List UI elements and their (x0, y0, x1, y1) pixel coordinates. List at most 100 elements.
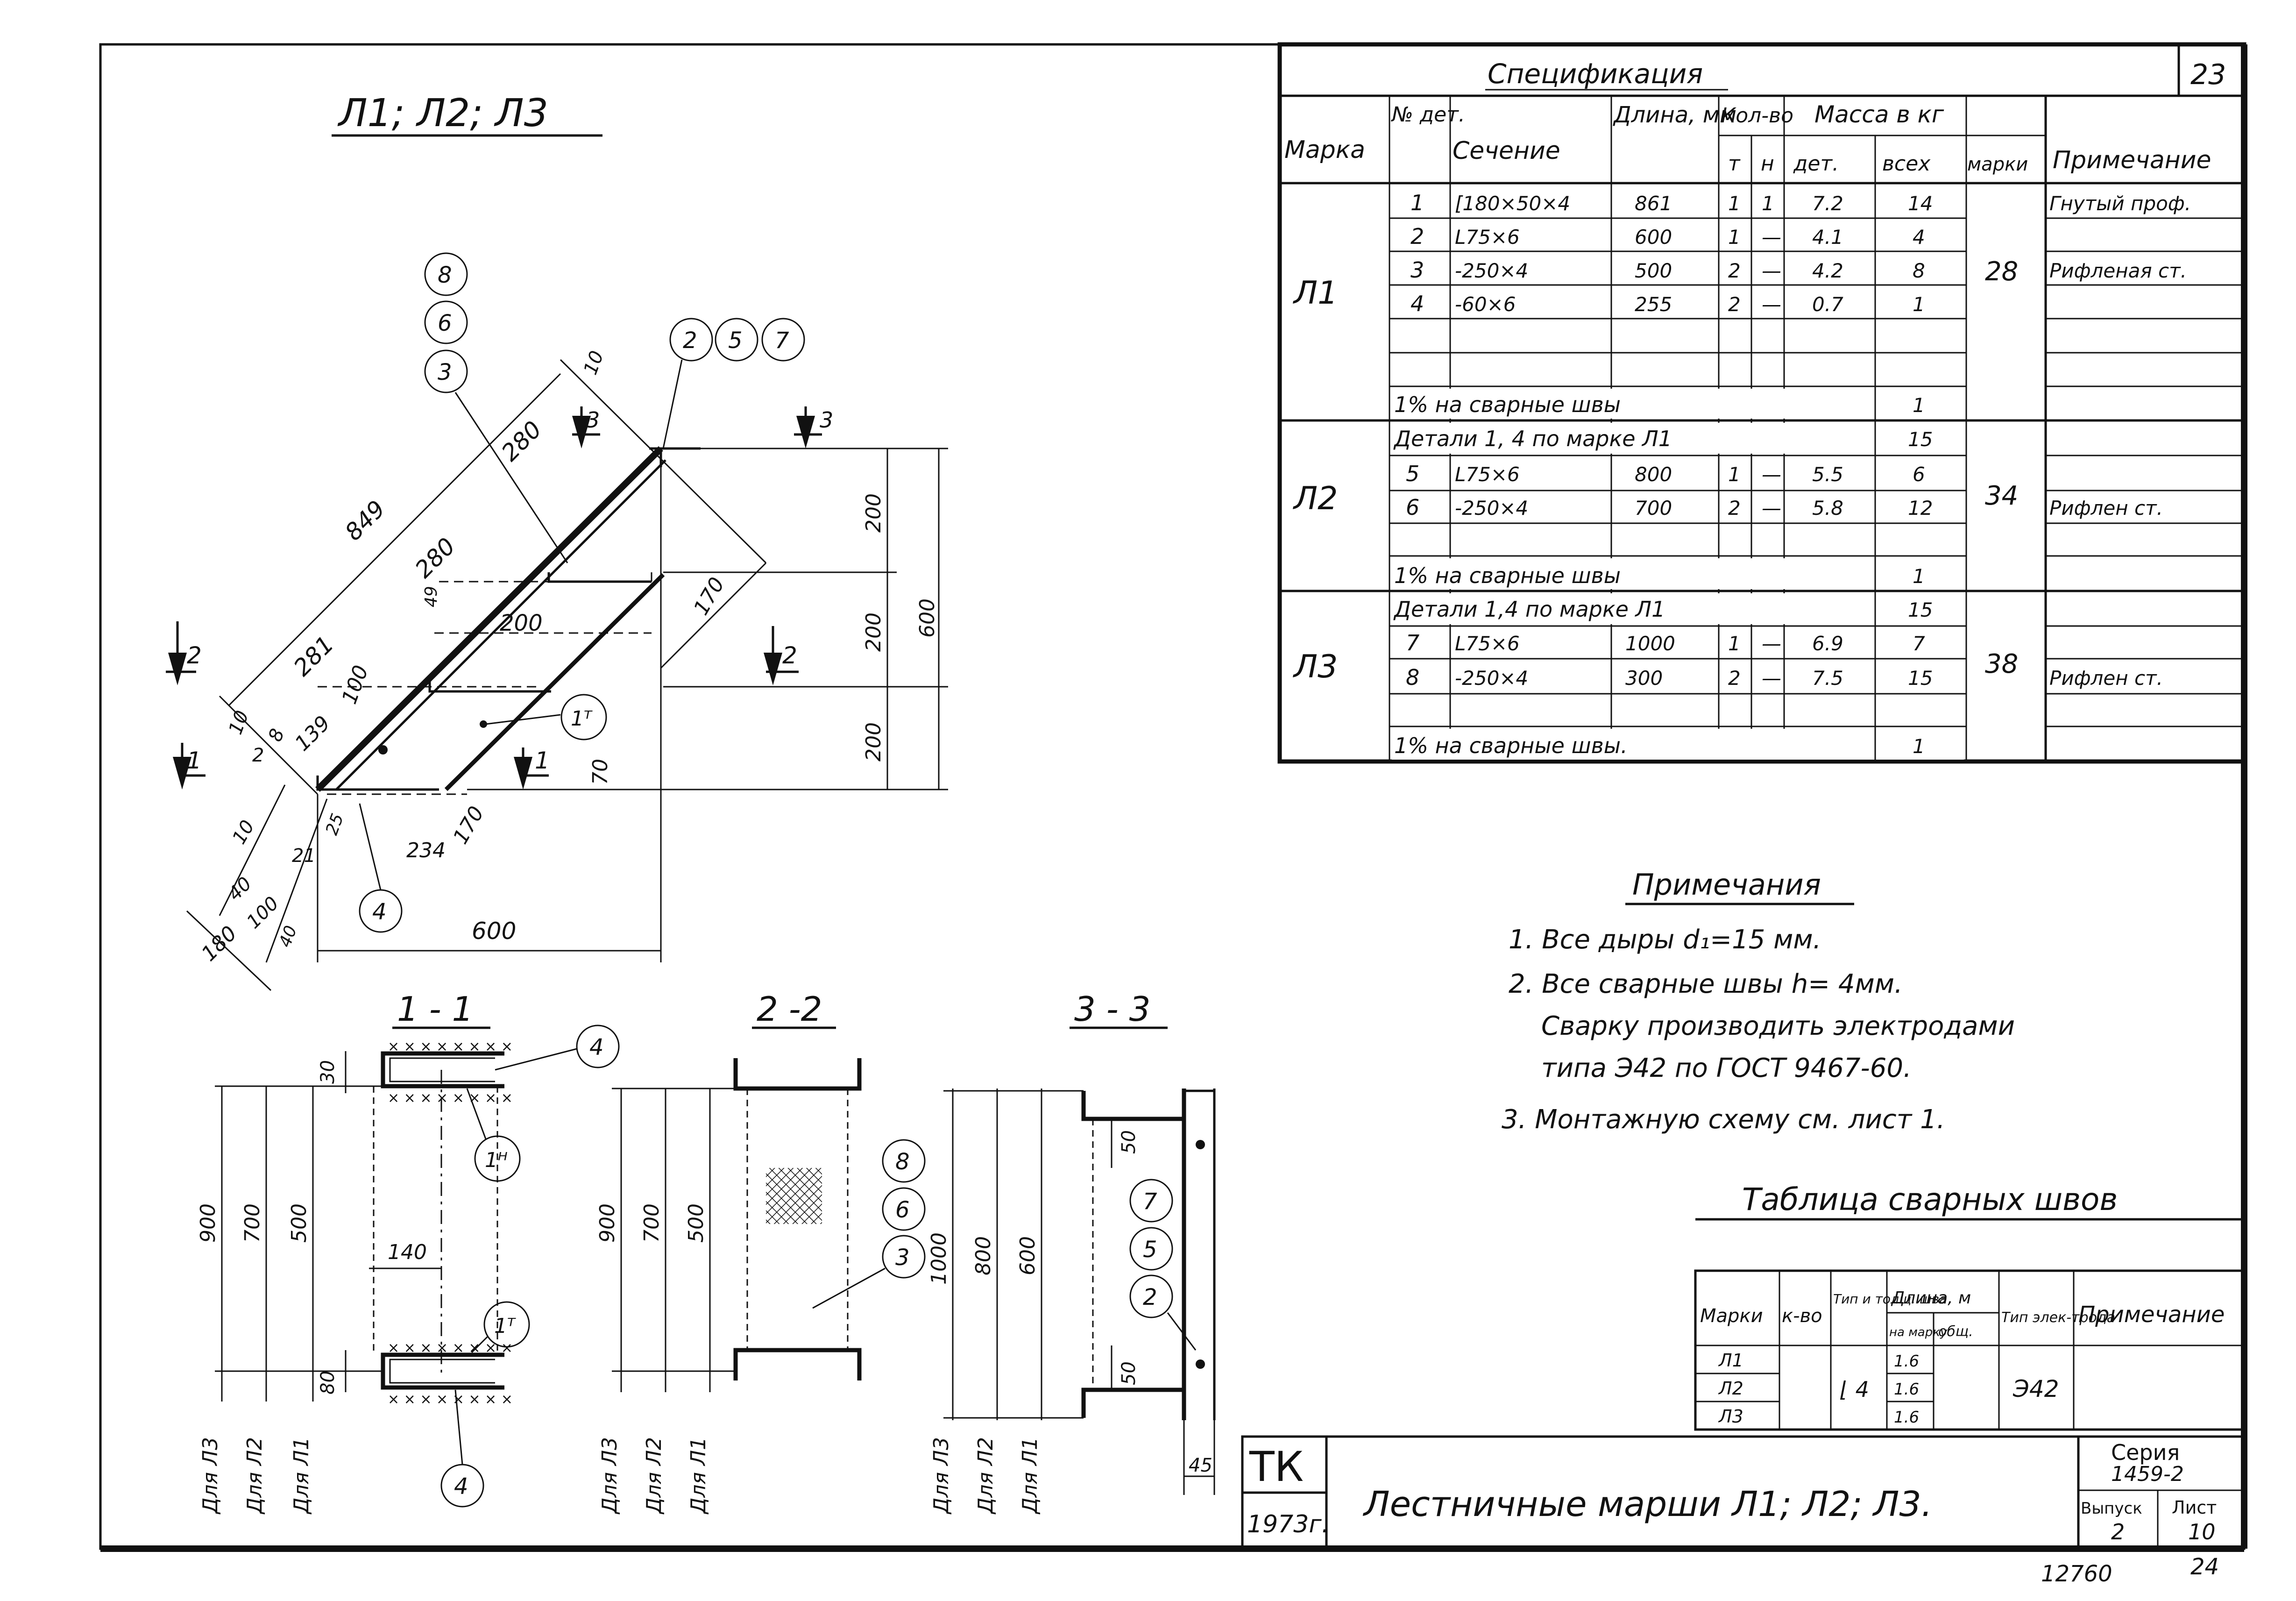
spec-hdr-length: Длина, мм (1613, 102, 1736, 128)
svg-text:1ᴴ: 1ᴴ (485, 1148, 508, 1172)
cell-n: — (1762, 259, 1781, 282)
weld-cell-mark: Л2 (1718, 1378, 1743, 1399)
dim-800: 800 (971, 1236, 995, 1275)
cell-t: 2 (1728, 293, 1741, 316)
spec-mark-l2: Л2 (1292, 480, 1338, 517)
dim-700: 700 (241, 1203, 264, 1243)
dim-50-top: 50 (1118, 1130, 1140, 1154)
callout-6-main: 6 (424, 300, 468, 344)
callout-2-main: 2 (662, 318, 713, 449)
dim-1000: 1000 (927, 1232, 951, 1285)
svg-text:5: 5 (728, 327, 743, 354)
dim-280-a: 280 (496, 416, 546, 466)
cell-sec: -250×4 (1455, 497, 1528, 519)
section-2-2-title: 2 -2 (757, 989, 822, 1029)
cut-mark-2-right: 2 (764, 626, 799, 685)
spec-mark-mass-l3: 38 (1985, 649, 2018, 679)
main-view-title: Л1; Л2; Л3 (337, 91, 548, 135)
spec-hdr-section: Сечение (1453, 137, 1560, 165)
dim-21: 21 (292, 845, 316, 867)
dim-45: 45 (1189, 1455, 1212, 1476)
svg-text:× × × × × × × ×: × × × × × × × × (388, 1391, 513, 1408)
dim-bottom-600: 600 (472, 918, 516, 945)
spec-hdr-mark: Марка (1284, 136, 1365, 164)
callout-3-s22: 3 (812, 1235, 926, 1309)
series-label: Серия (2111, 1440, 2180, 1465)
spec-row: 5 L75×6 800 1 — 5.5 6 (1406, 461, 1925, 486)
cell-sec: -60×6 (1455, 293, 1516, 316)
cell-all: 15 (1908, 667, 1933, 690)
callout-8-s22: 8 (882, 1139, 926, 1183)
dim-600: 600 (1016, 1236, 1040, 1275)
cell-sec: L75×6 (1455, 632, 1520, 655)
cell-all: 6 (1913, 463, 1925, 486)
drawing-title: Лестничные марши Л1; Л2; Л3. (1362, 1484, 1932, 1524)
dim-200-inner: 200 (500, 610, 543, 636)
cell-note: Рифлен ст. (2049, 497, 2163, 519)
cell-no: 6 (1406, 495, 1419, 520)
cell-no: 4 (1410, 291, 1424, 316)
cell-t: 1 (1728, 226, 1741, 249)
cell-det: 4.1 (1812, 226, 1843, 249)
svg-text:2: 2 (782, 642, 797, 669)
dim-right-200-c: 200 (862, 722, 886, 761)
svg-text:4: 4 (454, 1473, 468, 1500)
svg-text:× × × × × × × ×: × × × × × × × × (388, 1340, 513, 1356)
cut-mark-3-right: 3 (794, 406, 833, 448)
cut-mark-2-left: 2 (166, 621, 202, 685)
spec-details-l3: Детали 1,4 по марке Л1 (1393, 597, 1665, 622)
notes: Примечания 1. Все дыры d₁=15 мм. 2. Все … (1502, 868, 2015, 1135)
cut-mark-1-left: 1 (173, 743, 206, 790)
svg-text:4: 4 (372, 899, 387, 925)
weld-row: Л3 1.6 (1718, 1406, 1919, 1427)
series-number: 1459-2 (2111, 1462, 2184, 1486)
svg-text:6: 6 (895, 1197, 910, 1223)
cell-n: — (1762, 497, 1781, 519)
svg-text:6: 6 (438, 310, 452, 336)
cell-det: 4.2 (1812, 259, 1843, 282)
weld-table: Таблица сварных швов Марки к-во Тип и то… (1694, 1181, 2246, 1431)
note-2-cont-b: типа Э42 по ГОСТ 9467-60. (1541, 1053, 1912, 1083)
weld-cell-len: 1.6 (1894, 1352, 1919, 1371)
dim-139: 139 (291, 711, 335, 755)
dim-140: 140 (388, 1240, 427, 1264)
svg-text:3: 3 (438, 359, 452, 385)
weld-table-title: Таблица сварных швов (1742, 1181, 2118, 1217)
svg-text:× × × × × × × ×: × × × × × × × × (388, 1090, 513, 1106)
cell-t: 1 (1728, 632, 1741, 655)
cell-n: — (1762, 226, 1781, 249)
callout-4-main: 4 (359, 803, 403, 933)
spec-hdr-qty-t: т (1728, 152, 1741, 176)
cell-no: 2 (1410, 224, 1424, 249)
spec-row: 4 -60×6 255 2 — 0.7 1 (1410, 291, 1925, 316)
cell-all: 1 (1913, 293, 1925, 316)
dim-70: 70 (588, 759, 612, 785)
dim-right-200-b: 200 (862, 612, 886, 652)
section-1-1: 1 - 1 × × × × × × × × × × × × × × × × × … (196, 989, 620, 1515)
callout-8-main: 8 (424, 252, 468, 296)
dim-2: 2 (252, 745, 264, 766)
spec-weld-l2: 1% на сварные швы (1394, 563, 1621, 588)
cell-n: — (1762, 463, 1781, 486)
dim-right-200-a: 200 (862, 493, 886, 533)
spec-weld-l3: 1% на сварные швы. (1394, 733, 1628, 758)
cell-t: 2 (1728, 497, 1741, 519)
cell-all: 4 (1913, 226, 1925, 249)
cell-n: — (1762, 293, 1781, 316)
spec-hdr-detno: № дет. (1390, 103, 1465, 127)
issue-number: 2 (2111, 1519, 2125, 1544)
cell-t: 1 (1728, 192, 1741, 215)
dim-900: 900 (196, 1203, 220, 1243)
spec-table: Спецификация 23 Марка № дет. Сечение Дли… (1277, 42, 2246, 764)
dim-50-bottom: 50 (1118, 1361, 1140, 1385)
spec-mark-mass-l2: 34 (1985, 481, 2018, 511)
weld-cell-len: 1.6 (1894, 1380, 1919, 1399)
svg-text:× × × × × × × ×: × × × × × × × × (388, 1039, 513, 1055)
label-for-l3: Для Л3 (198, 1437, 222, 1515)
spec-details-all-l3: 15 (1908, 598, 1933, 621)
checker-plate-hatch (766, 1168, 822, 1224)
issue-label: Выпуск (2081, 1499, 2142, 1518)
weld-cell-mark: Л3 (1718, 1406, 1743, 1427)
weld-hdr-electrode: Тип элек-трода (2001, 1309, 2115, 1326)
cell-det: 7.2 (1812, 192, 1843, 215)
